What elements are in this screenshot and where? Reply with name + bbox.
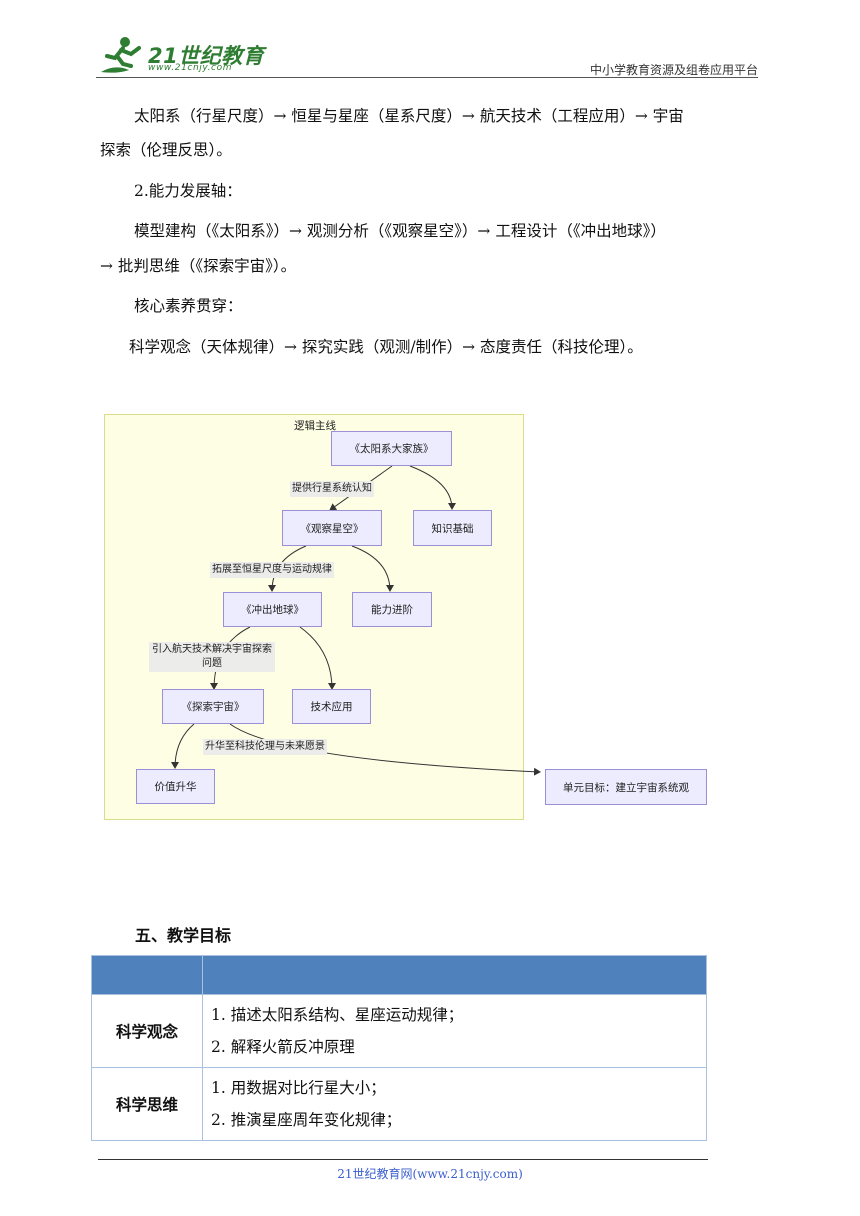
table-header-cell: [202, 955, 707, 995]
goals-table: 科学观念 1. 描述太阳系结构、星座运动规律； 2. 解释火箭反冲原理 科学思维…: [91, 955, 707, 1141]
edge-label-3: 引入航天技术解决宇宙探索 问题: [149, 642, 275, 672]
body-line-1: 太阳系（行星尺度）→ 恒星与星座（星系尺度）→ 航天技术（工程应用）→ 宇宙: [134, 107, 684, 125]
body-line-4: 模型建构（《太阳系》）→ 观测分析（《观察星空》）→ 工程设计（《冲出地球》）: [134, 222, 666, 240]
table-row: 科学观念 1. 描述太阳系结构、星座运动规律； 2. 解释火箭反冲原理: [91, 994, 707, 1068]
row-item: 2. 推演星座周年变化规律；: [211, 1111, 402, 1129]
footer-divider: [98, 1159, 708, 1160]
row-items: 1. 描述太阳系结构、星座运动规律； 2. 解释火箭反冲原理: [202, 994, 707, 1068]
edge-label-3-line-1: 引入航天技术解决宇宙探索: [152, 644, 272, 655]
header-tagline: 中小学教育资源及组卷应用平台: [589, 63, 758, 77]
body-line-5: → 批判思维（《探索宇宙》）。: [100, 257, 297, 275]
footer-link[interactable]: 21世纪教育网(www.21cnjy.com): [337, 1167, 523, 1181]
node-explore-universe: 《探索宇宙》: [162, 689, 264, 724]
edge-label-4: 升华至科技伦理与未来愿景: [203, 739, 327, 755]
subgraph-title: 逻辑主线: [294, 420, 336, 432]
row-item: 1. 描述太阳系结构、星座运动规律；: [211, 1006, 464, 1024]
row-category: 科学思维: [91, 1067, 203, 1141]
site-logo: [95, 34, 270, 78]
row-item: 1. 用数据对比行星大小；: [211, 1079, 386, 1097]
node-unit-goal: 单元目标：建立宇宙系统观: [545, 769, 707, 805]
node-solar-family: 《太阳系大家族》: [331, 431, 452, 466]
edge-label-2: 拓展至恒星尺度与运动规律: [210, 562, 334, 578]
table-header-cell: [91, 955, 203, 995]
table-header-row: [91, 955, 707, 995]
header-divider: [96, 77, 758, 78]
edge-label-1: 提供行星系统认知: [290, 481, 374, 497]
logo-text: 21世纪教育: [148, 44, 265, 68]
node-leave-earth: 《冲出地球》: [223, 592, 322, 627]
runner-logo-icon: [101, 37, 141, 73]
node-knowledge-base: 知识基础: [413, 510, 492, 546]
row-category: 科学观念: [91, 994, 203, 1068]
body-line-2: 探索（伦理反思）。: [100, 141, 232, 159]
body-line-3: 2.能力发展轴：: [134, 182, 242, 200]
node-value-elevation: 价值升华: [136, 769, 215, 804]
section-title: 五、教学目标: [135, 926, 232, 945]
row-items: 1. 用数据对比行星大小； 2. 推演星座周年变化规律；: [202, 1067, 707, 1141]
body-line-6: 核心素养贯穿：: [134, 297, 243, 315]
table-row: 科学思维 1. 用数据对比行星大小； 2. 推演星座周年变化规律；: [91, 1067, 707, 1141]
node-tech-application: 技术应用: [292, 689, 371, 724]
edge-label-3-line-2: 问题: [202, 658, 222, 669]
body-line-7: 科学观念（天体规律）→ 探究实践（观测/制作）→ 态度责任（科技伦理）。: [129, 338, 643, 356]
node-observe-sky: 《观察星空》: [282, 510, 382, 546]
row-item: 2. 解释火箭反冲原理: [211, 1038, 355, 1056]
logo-url: www.21cnjy.com: [148, 63, 233, 73]
node-ability-advance: 能力进阶: [352, 592, 432, 627]
